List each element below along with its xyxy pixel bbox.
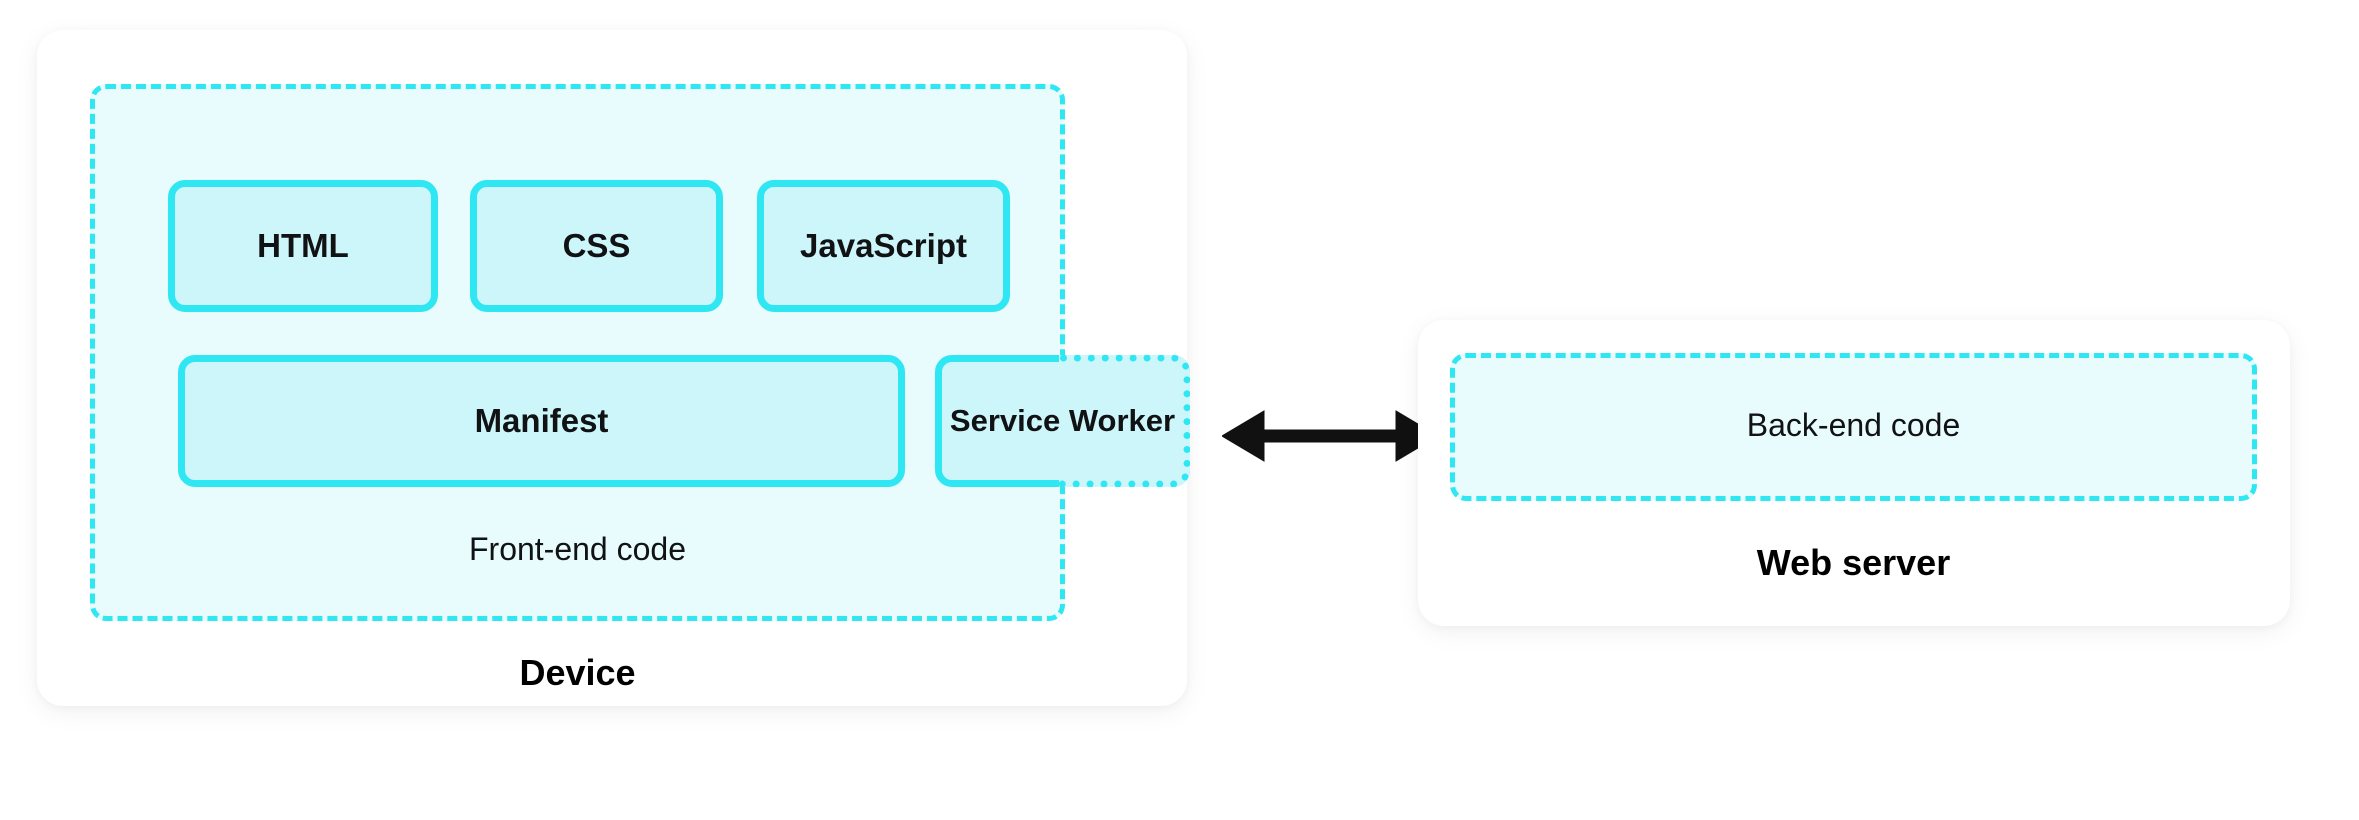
node-javascript[interactable]: JavaScript	[757, 180, 1010, 312]
node-html-label: HTML	[257, 226, 349, 264]
bidirectional-arrow-icon	[1222, 410, 1438, 462]
device-title: Device	[519, 652, 636, 693]
backend-code-region	[1450, 353, 2257, 501]
web-server-title: Web server	[1756, 542, 1951, 583]
node-service-worker-label: Service Worker	[949, 403, 1176, 439]
service-worker-dotted-overhang	[1059, 355, 1190, 487]
frontend-code-region	[90, 84, 1065, 621]
backend-code-caption: Back-end code	[1746, 407, 1961, 443]
node-manifest-label: Manifest	[474, 401, 609, 439]
node-manifest[interactable]: Manifest	[178, 355, 905, 487]
node-html[interactable]: HTML	[168, 180, 438, 312]
node-javascript-label: JavaScript	[800, 226, 967, 264]
node-service-worker[interactable]: Service Worker	[935, 355, 1190, 487]
node-css[interactable]: CSS	[470, 180, 723, 312]
node-css-label: CSS	[562, 226, 631, 264]
frontend-code-caption: Front-end code	[468, 531, 686, 567]
